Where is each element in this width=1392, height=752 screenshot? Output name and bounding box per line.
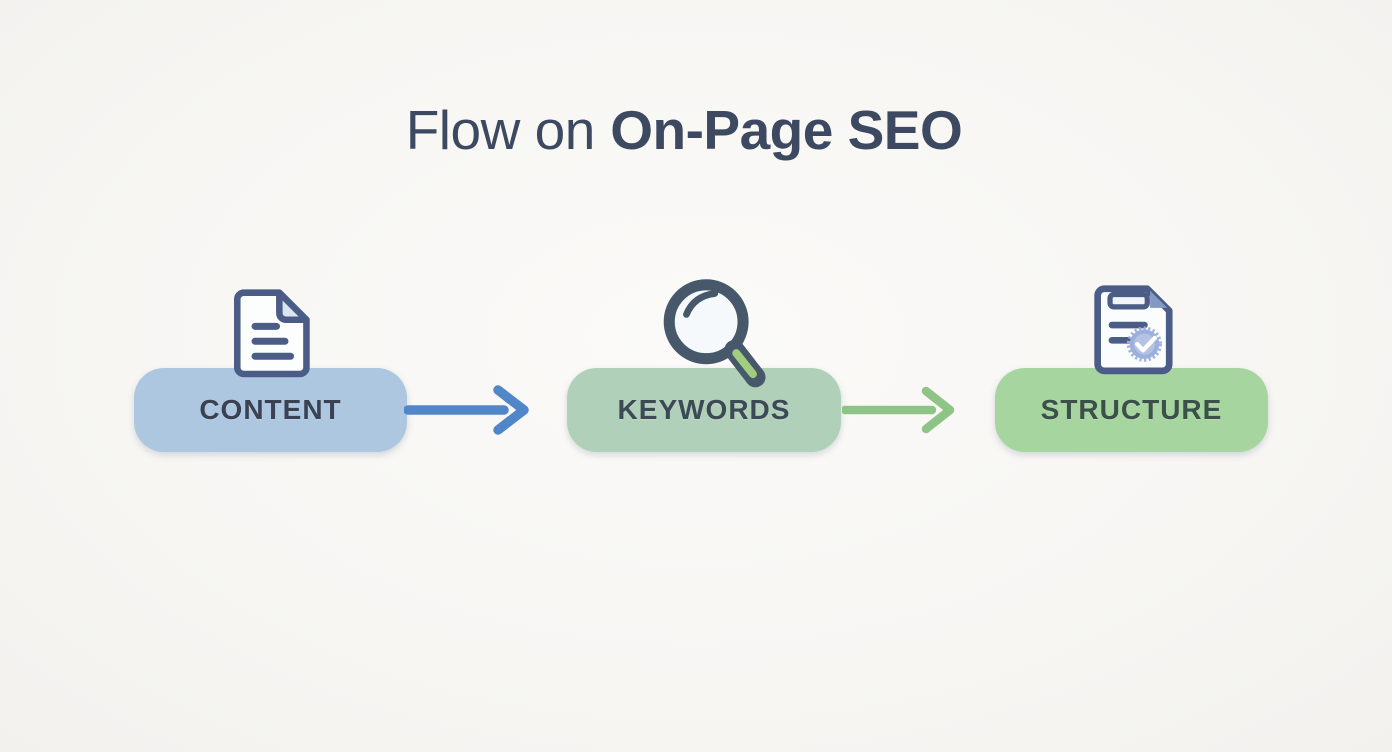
flow-node-content: CONTENT — [134, 368, 407, 452]
keywords-label: KEYWORDS — [617, 394, 791, 425]
check-badge — [1126, 326, 1163, 362]
content-label: CONTENT — [199, 394, 342, 425]
magnifier-icon — [652, 275, 780, 398]
document-icon — [227, 288, 313, 380]
arrow-content-to-keywords — [404, 385, 529, 435]
flow-node-structure: STRUCTURE — [995, 368, 1268, 452]
arrow-head — [493, 385, 529, 435]
title-prefix: Flow on — [405, 99, 596, 161]
title-emphasis: On-Page SEO — [610, 99, 963, 161]
arrow-head — [921, 386, 955, 434]
flow-node-keywords: KEYWORDS — [567, 368, 841, 452]
document-check-icon — [1090, 284, 1174, 376]
arrow-keywords-to-structure — [842, 386, 955, 434]
structure-label: STRUCTURE — [1040, 394, 1223, 425]
